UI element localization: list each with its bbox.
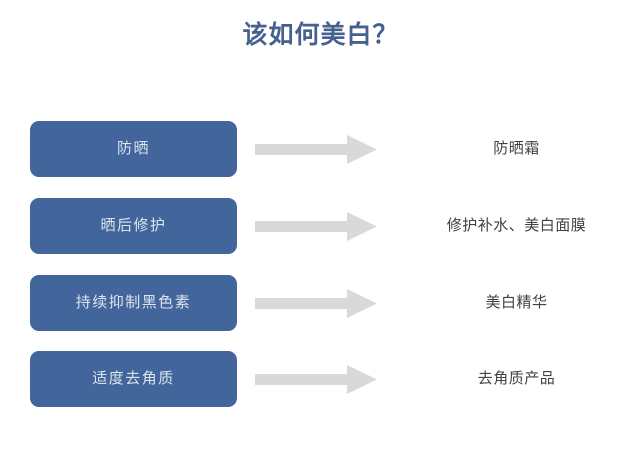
step-box-label: 防晒 — [116, 140, 150, 157]
step-box-1[interactable]: 晒后修护 — [30, 198, 237, 254]
right-arrow-icon — [255, 212, 377, 241]
right-arrow-icon — [255, 289, 377, 318]
result-label-0: 防晒霜 — [493, 140, 540, 157]
result-label-1: 修护补水、美白面膜 — [446, 217, 587, 234]
right-arrow-icon — [255, 135, 377, 164]
flow-row: 防晒 防晒霜 — [0, 121, 641, 177]
result-label-2: 美白精华 — [485, 294, 548, 311]
step-box-label: 适度去角质 — [92, 370, 175, 387]
step-box-label: 持续抑制黑色素 — [75, 294, 192, 311]
right-arrow-icon — [255, 365, 377, 394]
step-box-0[interactable]: 防晒 — [30, 121, 237, 177]
step-box-3[interactable]: 适度去角质 — [30, 351, 237, 407]
result-label-3: 去角质产品 — [477, 370, 556, 387]
step-box-2[interactable]: 持续抑制黑色素 — [30, 275, 237, 331]
flow-row: 晒后修护 修护补水、美白面膜 — [0, 198, 641, 254]
step-box-label: 晒后修护 — [100, 217, 167, 234]
page-title: 该如何美白？ — [242, 21, 399, 49]
flow-row: 适度去角质 去角质产品 — [0, 351, 641, 407]
flow-row: 持续抑制黑色素 美白精华 — [0, 275, 641, 331]
